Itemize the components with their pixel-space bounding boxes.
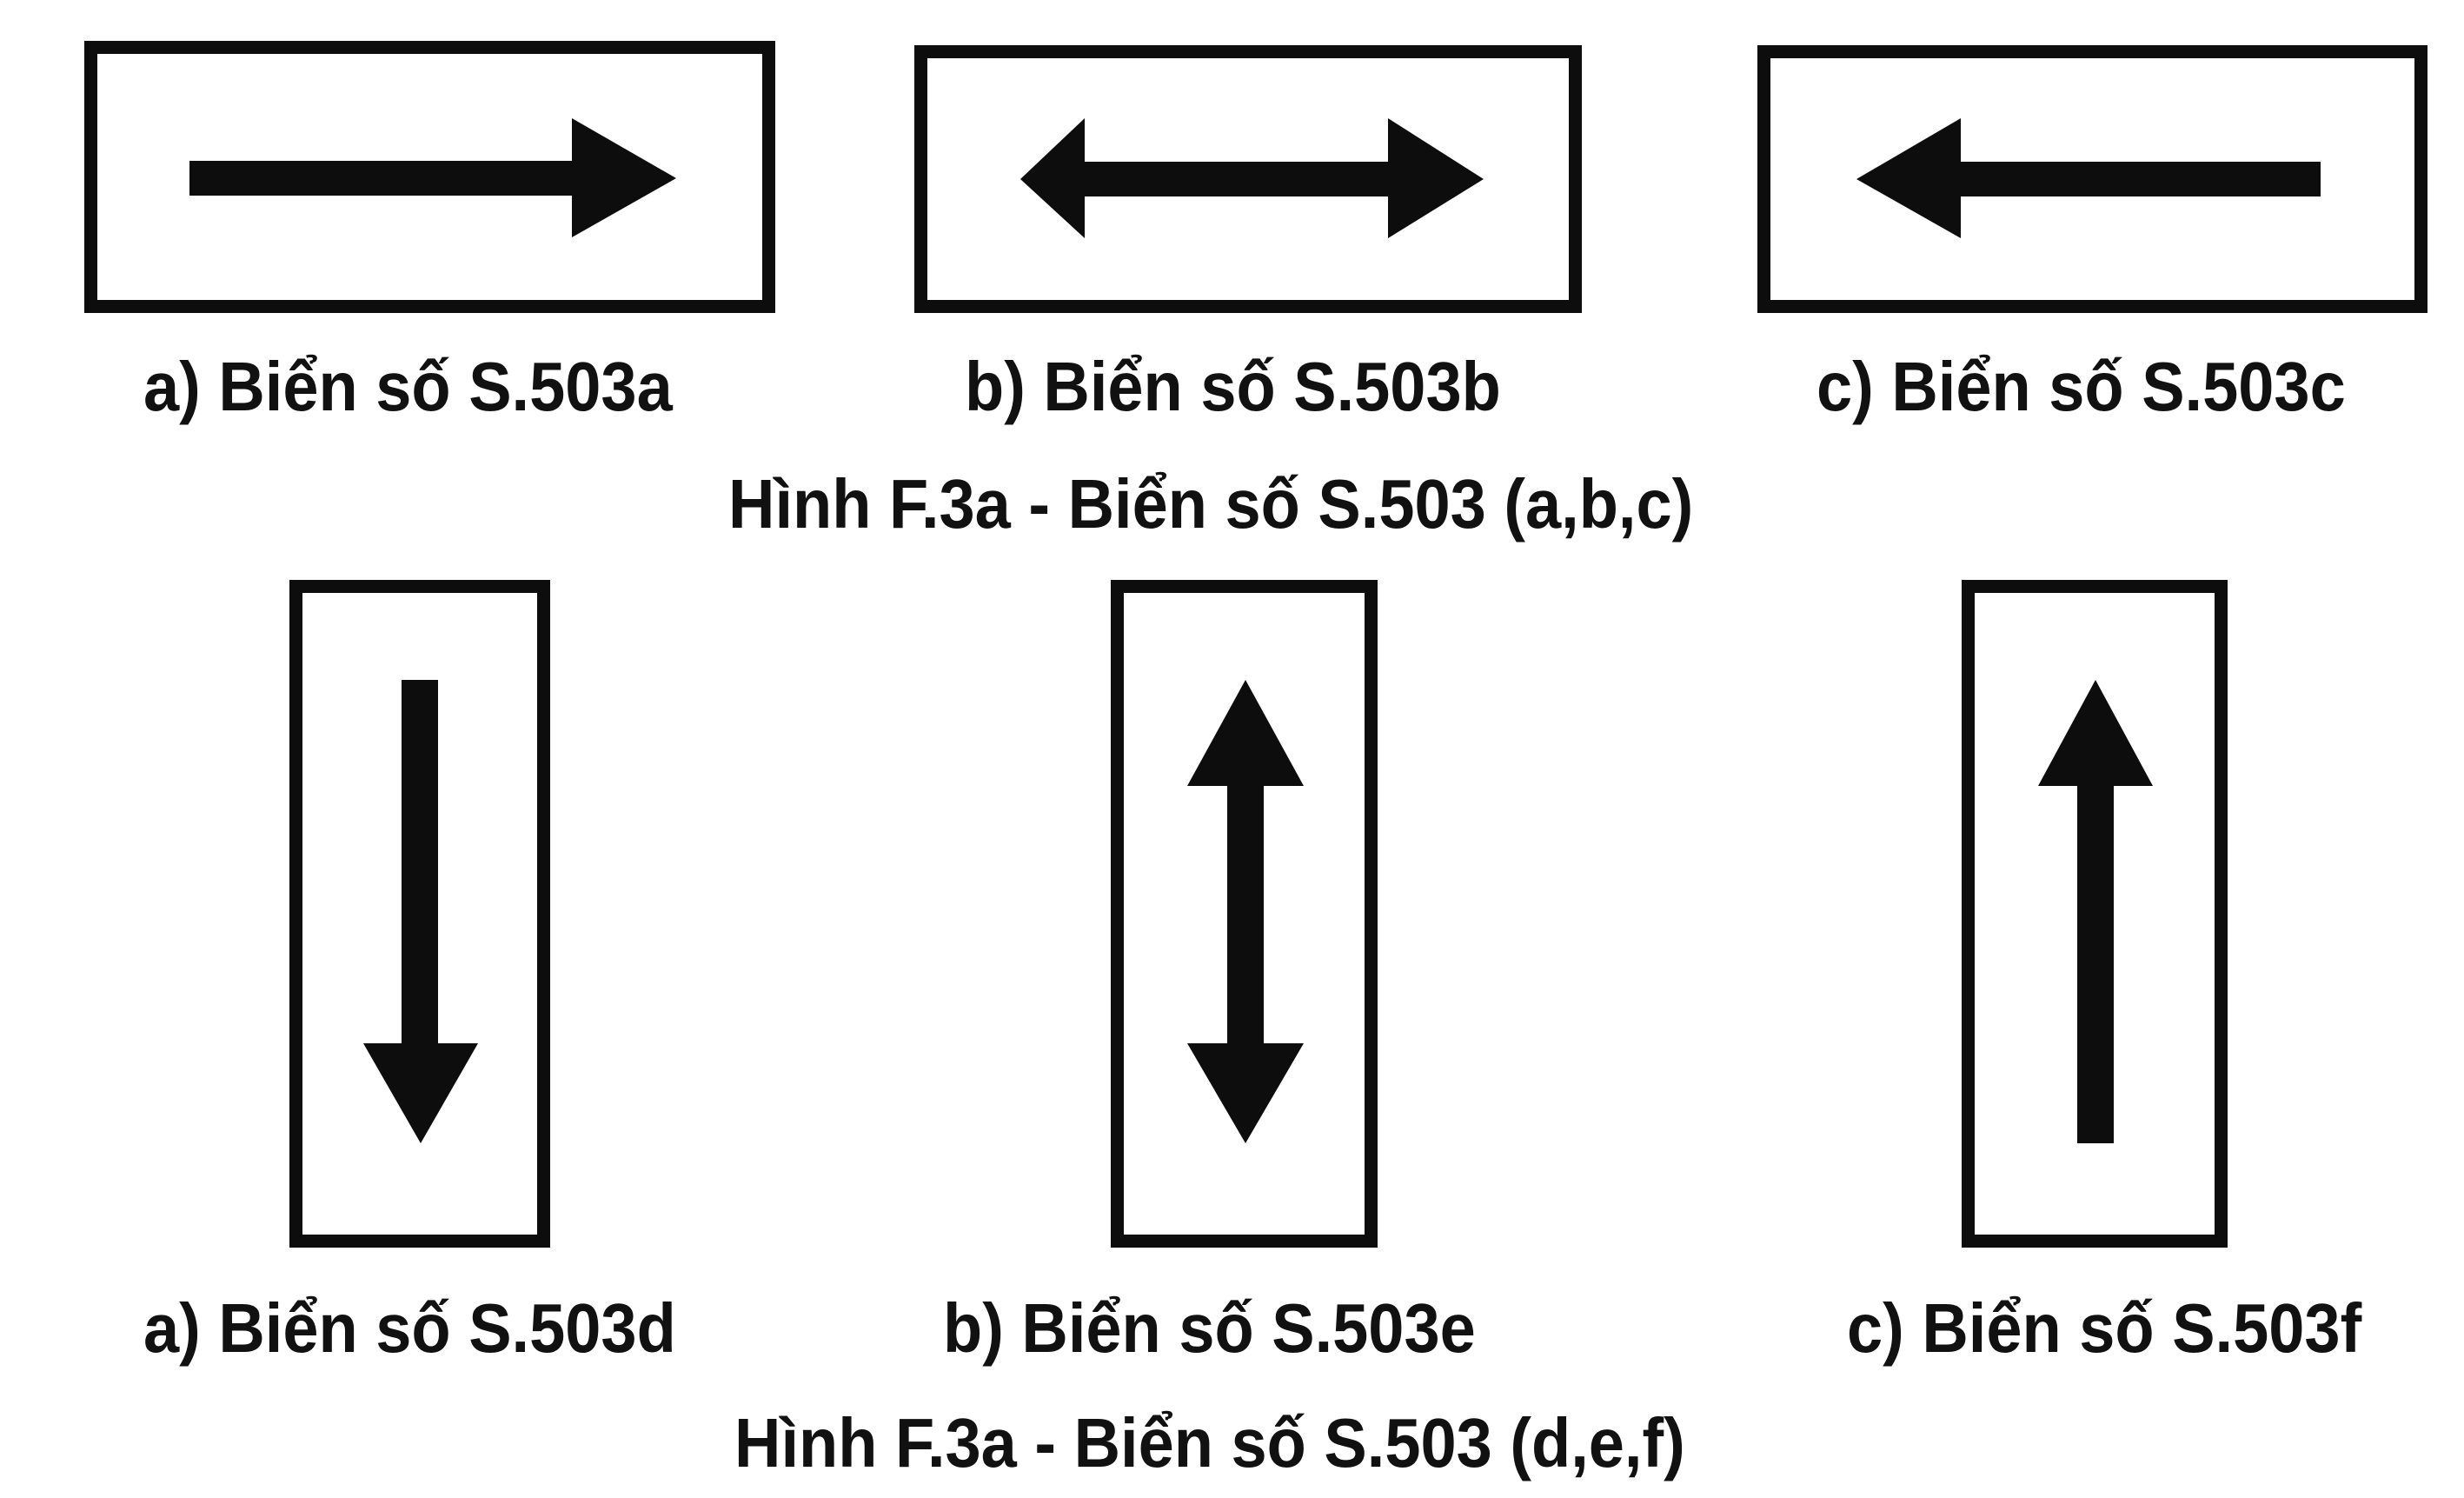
- arrow-down-icon: [363, 680, 478, 1143]
- sign-label-s503c: c) Biển số S.503c: [1816, 347, 2346, 426]
- figure-caption-def: Hình F.3a - Biển số S.503 (d,e,f): [734, 1403, 1685, 1482]
- arrow-right-icon: [189, 118, 676, 237]
- sign-label-s503b: b) Biển số S.503b: [965, 347, 1501, 426]
- arrow-left-right-icon: [1020, 118, 1484, 238]
- arrow-up-icon: [2038, 680, 2153, 1143]
- figure-caption-abc: Hình F.3a - Biển số S.503 (a,b,c): [728, 464, 1694, 543]
- sign-s503a: [84, 41, 775, 313]
- sign-s503b: [914, 45, 1582, 313]
- sign-s503f: [1962, 580, 2228, 1248]
- sign-s503e: [1111, 580, 1378, 1248]
- sign-s503d: [289, 580, 550, 1248]
- sign-label-s503a: a) Biển số S.503a: [143, 347, 673, 426]
- sign-label-s503d: a) Biển số S.503d: [143, 1288, 676, 1368]
- arrow-left-icon: [1856, 118, 2321, 238]
- sign-label-s503f: c) Biển số S.503f: [1847, 1288, 2362, 1368]
- arrow-up-down-icon: [1187, 680, 1304, 1143]
- sign-s503c: [1757, 45, 2427, 313]
- sign-label-s503e: b) Biển số S.503e: [943, 1288, 1476, 1368]
